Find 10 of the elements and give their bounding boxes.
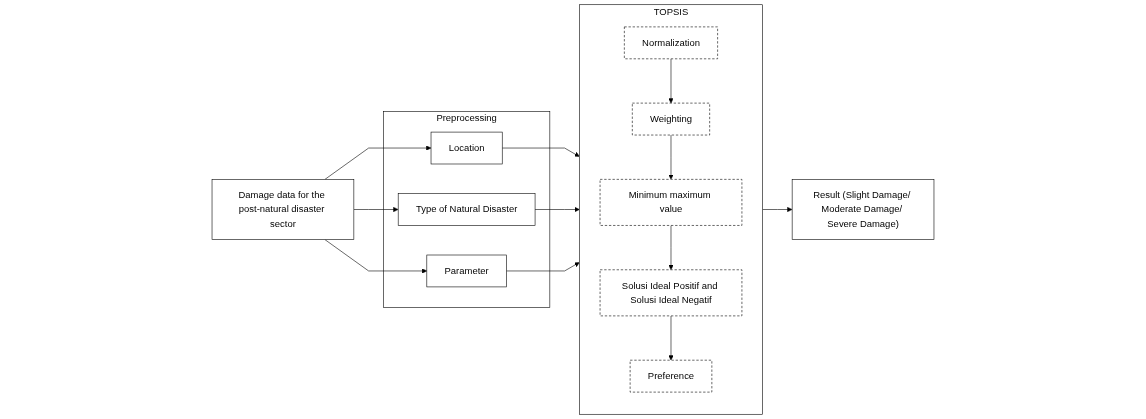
node-box: Minimum maximum value	[599, 179, 743, 226]
node-box: Solusi Ideal Positif and Solusi Ideal Negatif	[599, 269, 743, 317]
node-box: Location	[430, 131, 503, 165]
node-box: Weighting	[632, 102, 710, 136]
node-box: Preference	[629, 359, 713, 393]
node-box: Result (Slight Damage/ Moderate Damage/ Severe Damage)	[791, 179, 935, 240]
node-box: Type of Natural Disaster	[397, 193, 536, 226]
node-box: Parameter	[426, 254, 507, 288]
node-box: Normalization	[624, 26, 718, 60]
node-box: Damage data for the post-natural disaster sector	[211, 179, 355, 240]
